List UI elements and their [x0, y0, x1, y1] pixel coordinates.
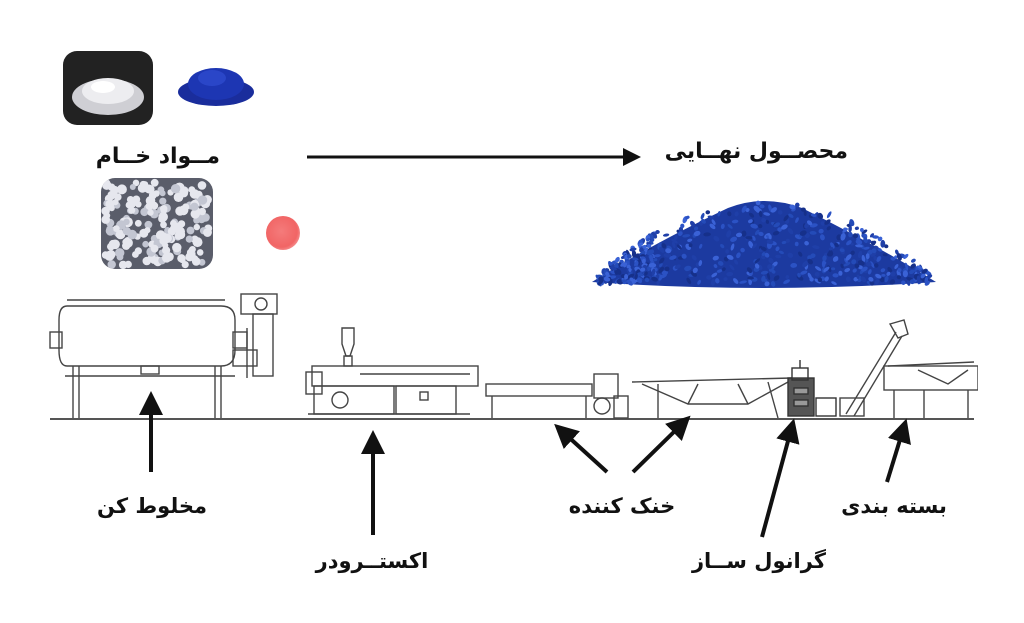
white-powder-photo [63, 51, 153, 125]
cooler-arrow-left [554, 423, 609, 474]
packaging-label: بسته بندی [841, 494, 947, 518]
granulator-label: گرانول ســاز [691, 549, 827, 573]
extruder-label: اکستــرودر [315, 549, 429, 573]
white-granules-photo [101, 178, 213, 269]
granulator-machine [787, 360, 837, 417]
mixer-machine [49, 293, 278, 418]
blue-granule-pile [592, 200, 936, 288]
cooling-conveyor [631, 377, 793, 419]
packaging-arrow [885, 418, 911, 483]
granulator-arrow [760, 418, 800, 538]
cooler-arrow-right [631, 415, 691, 474]
mixer-label: مخلوط کن [96, 494, 208, 518]
packaging-machine [839, 319, 978, 418]
cooling-trough [485, 373, 629, 419]
raw-materials-label: مــواد خــام [95, 144, 220, 169]
flow-arrow [307, 148, 641, 166]
cooler-label: خنک کننده [568, 494, 676, 518]
floor-line [50, 418, 974, 420]
final-product-label: محصــول نهــایی [664, 139, 848, 164]
red-dot [266, 216, 300, 250]
blue-pigment-photo [172, 58, 258, 110]
extruder-machine [305, 327, 479, 415]
